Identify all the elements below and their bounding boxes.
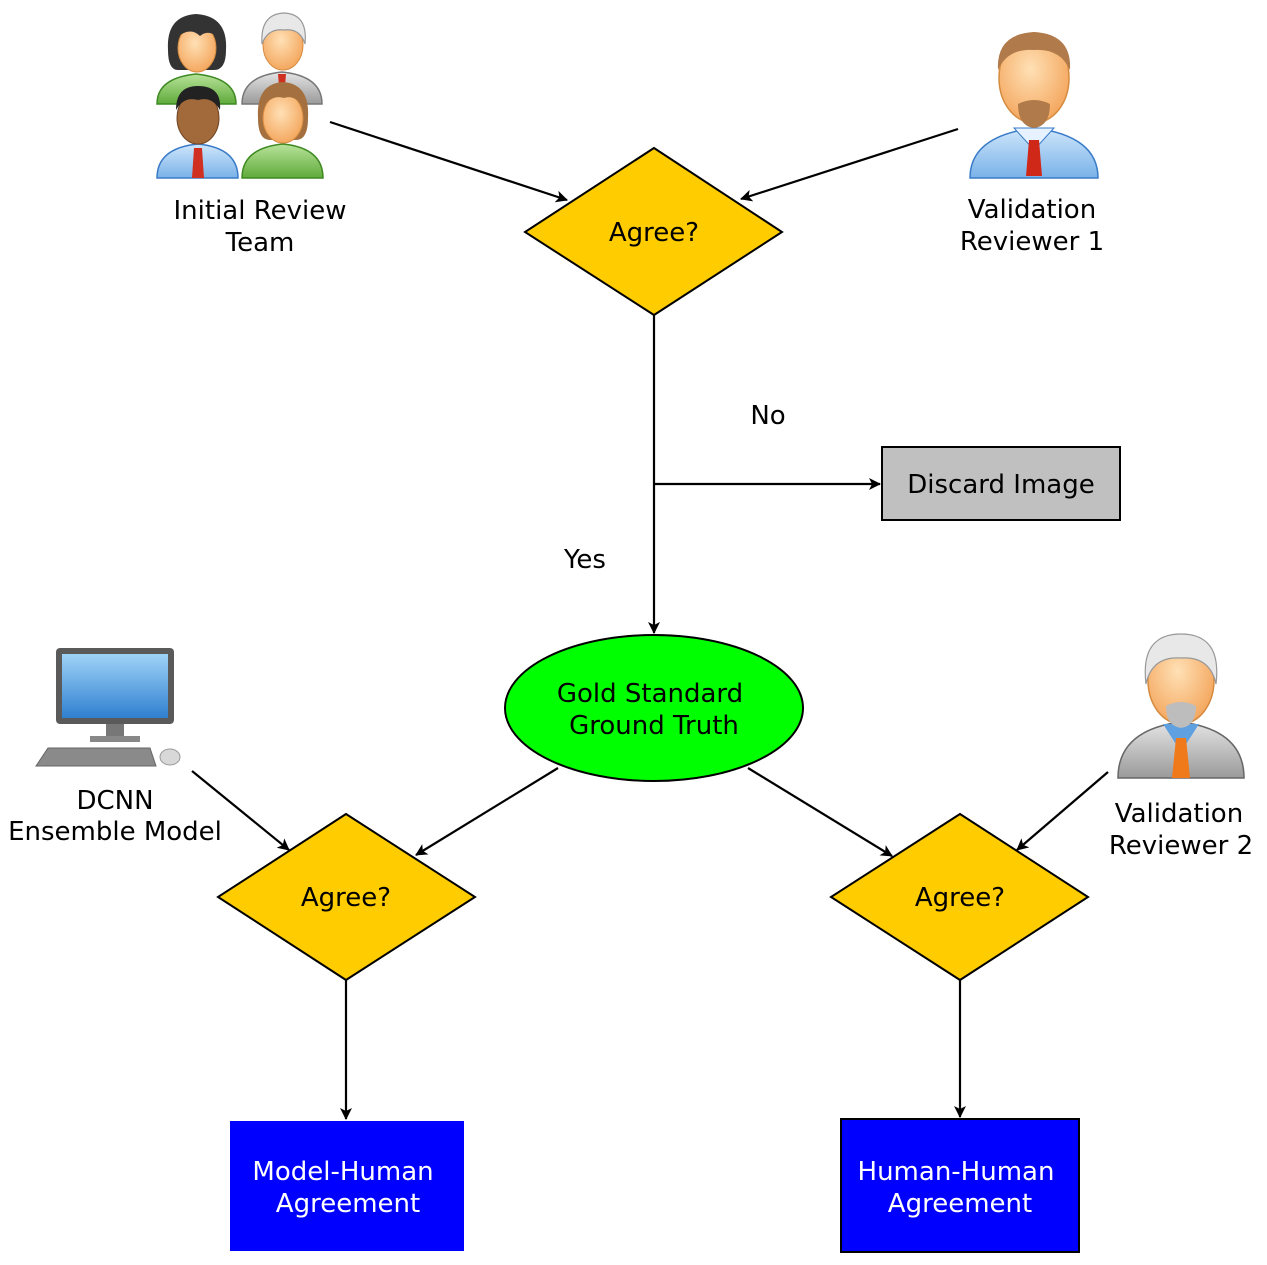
- gold-standard-line-1: Gold Standard: [557, 679, 743, 709]
- person-icon: [156, 86, 239, 179]
- edge-gold-to-right-decision: [747, 767, 893, 857]
- result-model-human-box: [230, 1121, 464, 1251]
- validator2-label-line-2: Reviewer 2: [1109, 831, 1253, 861]
- initial-team-label-line-1: Initial Review: [174, 196, 347, 226]
- validator1-label-line-1: Validation: [968, 195, 1096, 225]
- edge-label-no: No: [750, 401, 785, 431]
- discard-node: Discard Image: [881, 446, 1121, 521]
- decision-left: Agree?: [216, 812, 477, 982]
- discard-label: Discard Image: [907, 470, 1094, 500]
- connectors: [191, 120, 1109, 1120]
- edge-validator2-to-right-decision: [1016, 771, 1109, 851]
- people-group-icon: [156, 12, 324, 179]
- result-model-human: Model-Human Agreement: [230, 1121, 464, 1251]
- result-model-human-line-1: Model-Human: [252, 1157, 433, 1187]
- gold-standard-node: Gold Standard Ground Truth: [504, 634, 804, 782]
- decision-left-diamond: [216, 812, 477, 982]
- validator1-icon: [969, 32, 1099, 179]
- decision-right: Agree?: [829, 812, 1090, 982]
- edge-label-yes: Yes: [563, 545, 606, 575]
- result-human-human: Human-Human Agreement: [840, 1118, 1080, 1253]
- edge-validator1-to-top-decision: [740, 127, 959, 202]
- decision-top-diamond: [523, 146, 784, 317]
- result-human-human-box: [840, 1118, 1080, 1253]
- result-human-human-line-2: Agreement: [888, 1189, 1032, 1219]
- validator2-icon: [1117, 633, 1245, 779]
- validator1-label-line-2: Reviewer 1: [960, 227, 1104, 257]
- edge-model-to-left-decision: [191, 770, 290, 851]
- validator2-label-line-1: Validation: [1115, 799, 1243, 829]
- edge-team-to-top-decision: [329, 120, 568, 203]
- initial-team-label-line-2: Team: [225, 228, 295, 258]
- decision-right-label: Agree?: [915, 883, 1005, 913]
- decision-right-diamond: [829, 812, 1090, 982]
- gold-standard-ellipse: [504, 634, 804, 782]
- model-label-line-1: DCNN: [76, 786, 153, 816]
- result-human-human-line-1: Human-Human: [858, 1157, 1055, 1187]
- computer-icon: [35, 648, 181, 767]
- model-label-line-2: Ensemble Model: [8, 817, 222, 847]
- decision-left-label: Agree?: [301, 883, 391, 913]
- gold-standard-line-2: Ground Truth: [569, 711, 739, 741]
- decision-top: Agree?: [523, 146, 784, 317]
- result-model-human-line-2: Agreement: [276, 1189, 420, 1219]
- discard-box: [881, 446, 1121, 521]
- person-icon: [241, 82, 324, 179]
- decision-top-label: Agree?: [609, 218, 699, 248]
- edge-gold-to-left-decision: [415, 767, 559, 856]
